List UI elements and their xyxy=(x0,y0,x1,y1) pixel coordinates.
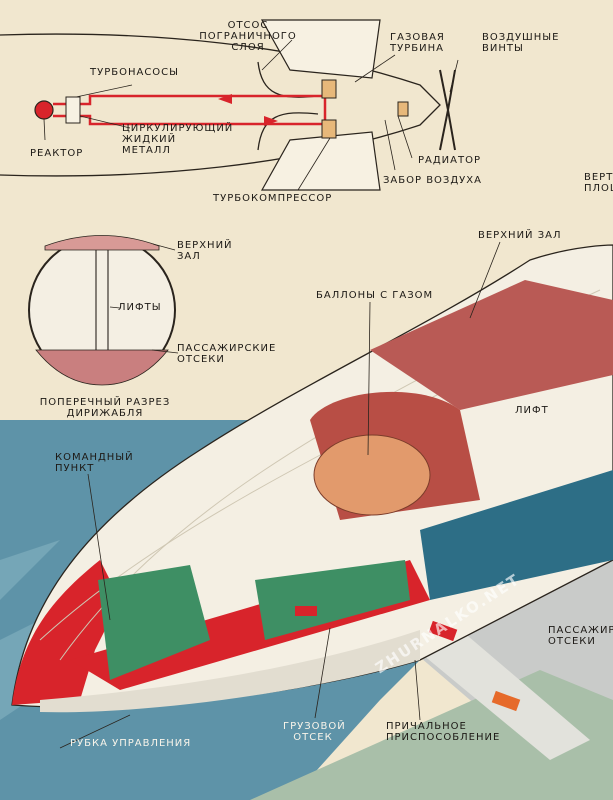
circulating-metal-label: ЦИРКУЛИРУЮЩИЙ ЖИДКИЙ МЕТАЛЛ xyxy=(122,123,234,156)
propellers-label: ВОЗДУШНЫЕ ВИНТЫ xyxy=(482,32,560,54)
flow-arrow xyxy=(264,116,278,126)
cross-passenger-decks-label: ПАССАЖИРСКИЕ ОТСЕКИ xyxy=(177,343,277,365)
cross-section-diagram xyxy=(28,235,179,386)
gas-balloon xyxy=(313,434,431,516)
gas-turbine-label: ГАЗОВАЯ ТУРБИНА xyxy=(390,32,445,54)
upper-hall-cutaway xyxy=(370,280,613,410)
cross-upper-hall-label: ВЕРХНИЙ ЗАЛ xyxy=(177,240,233,262)
airship-cutaway xyxy=(11,241,613,749)
lower-fin xyxy=(260,131,381,191)
leader-line xyxy=(43,39,459,191)
lift-shafts xyxy=(95,250,109,350)
upper-hall-label: ВЕРХНИЙ ЗАЛ xyxy=(478,230,562,241)
turbopump-icon xyxy=(65,96,81,124)
engine-diagram xyxy=(0,19,459,191)
hull-lower-band xyxy=(40,630,420,713)
command-post-cutaway xyxy=(98,565,210,680)
radiator-label: РАДИАТОР xyxy=(418,155,482,166)
passenger-deck-cutaway xyxy=(420,470,613,600)
flow-arrow xyxy=(218,94,232,104)
lift-label: ЛИФТ xyxy=(515,405,549,416)
water-highlight xyxy=(0,540,60,720)
lifts-label: ЛИФТЫ xyxy=(118,302,162,313)
turbine-icon xyxy=(321,79,337,99)
passenger-decks-label: ПАССАЖИРС ОТСЕКИ xyxy=(548,625,613,647)
turbopumps-label: ТУРБОНАСОСЫ xyxy=(90,67,179,78)
boundary-layer-label: ОТСОС ПОГРАНИЧНОГО СЛОЯ xyxy=(199,20,297,53)
cargo-bay-cutaway xyxy=(255,560,410,640)
vehicle-icon xyxy=(491,690,521,712)
cross-section-caption: ПОПЕРЕЧНЫЙ РАЗРЕЗ ДИРИЖАБЛЯ xyxy=(39,397,171,419)
command-post-label: КОМАНДНЫЙ ПУНКТ xyxy=(55,452,134,474)
reactor-icon xyxy=(34,100,54,120)
air-intake-label: ЗАБОР ВОЗДУХА xyxy=(383,175,482,186)
propeller-icon xyxy=(439,69,456,151)
vehicle-icon xyxy=(295,606,317,616)
turbine-icon xyxy=(321,119,337,139)
control-cabin-label: РУБКА УПРАВЛЕНИЯ xyxy=(70,738,192,749)
coolant-loop xyxy=(53,94,327,126)
leader-line xyxy=(59,241,501,749)
reactor-label: РЕАКТОР xyxy=(30,148,84,159)
radiator-icon xyxy=(397,101,409,117)
mooring-label: ПРИЧАЛЬНОЕ ПРИСПОСОБЛЕНИЕ xyxy=(386,721,501,743)
cargo-bay-label: ГРУЗОВОЙ ОТСЕК xyxy=(283,721,346,743)
upper-fin xyxy=(260,19,381,79)
upper-hall-area xyxy=(44,235,160,251)
passenger-area xyxy=(35,349,169,386)
engine-hull-outline xyxy=(0,33,441,177)
edge-label: ВЕРТ ПЛОЩ xyxy=(584,172,613,194)
turbocompressor-label: ТУРБОКОМПРЕССОР xyxy=(213,193,333,204)
leader-line xyxy=(109,243,179,354)
gas-balloons-label: БАЛЛОНЫ С ГАЗОМ xyxy=(316,290,434,301)
lower-duct xyxy=(257,112,319,151)
vehicle-icon xyxy=(428,620,458,642)
